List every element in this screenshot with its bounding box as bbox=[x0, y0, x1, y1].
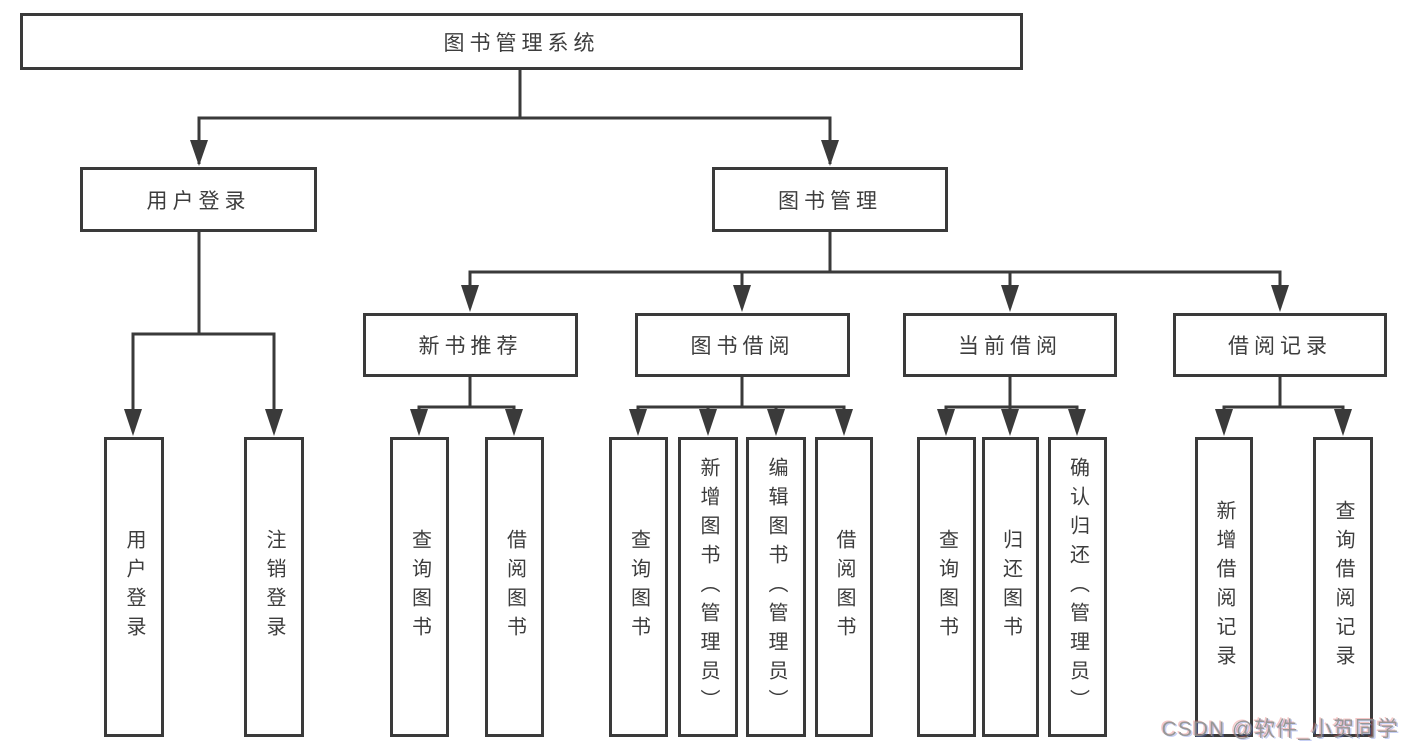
node-book-borrow: 图书借阅 bbox=[635, 313, 850, 377]
node-add-book-admin: 新增图书（管理员） bbox=[678, 437, 738, 737]
node-library-system-label: 图书管理系统 bbox=[443, 31, 600, 55]
node-current-borrow-label: 当前借阅 bbox=[958, 335, 1062, 358]
node-borrow-record: 借阅记录 bbox=[1173, 313, 1387, 377]
node-query-book-current: 查询图书 bbox=[917, 437, 976, 737]
node-book-borrow-label: 图书借阅 bbox=[690, 335, 795, 358]
node-query-book: 查询图书 bbox=[609, 437, 668, 737]
connector-newbook-to-children bbox=[410, 377, 523, 436]
node-new-book-recommend: 新书推荐 bbox=[363, 313, 578, 377]
node-edit-book-admin: 编辑图书（管理员） bbox=[746, 437, 806, 737]
watermark: CSDN @软件_小贺同学 bbox=[1161, 718, 1399, 741]
node-logout: 注销登录 bbox=[244, 437, 304, 737]
node-user-login-leaf: 用户登录 bbox=[104, 437, 164, 737]
connector-root-to-level2 bbox=[190, 70, 839, 166]
connector-userlogin-to-children bbox=[124, 232, 283, 436]
connector-borrowrecord-to-children bbox=[1215, 377, 1352, 436]
node-user-login: 用户登录 bbox=[80, 167, 317, 232]
node-query-book-recommend: 查询图书 bbox=[390, 437, 449, 737]
node-confirm-return-admin: 确认归还（管理员） bbox=[1048, 437, 1107, 737]
node-library-system: 图书管理系统 bbox=[20, 13, 1023, 70]
node-user-login-label: 用户登录 bbox=[146, 189, 251, 213]
node-book-management-label: 图书管理 bbox=[778, 189, 882, 213]
connector-bookborrow-to-children bbox=[629, 377, 853, 436]
node-add-borrow-record: 新增借阅记录 bbox=[1195, 437, 1253, 737]
node-new-book-recommend-label: 新书推荐 bbox=[418, 335, 523, 358]
node-borrow-book: 借阅图书 bbox=[815, 437, 873, 737]
node-book-management: 图书管理 bbox=[712, 167, 948, 232]
node-borrow-record-label: 借阅记录 bbox=[1228, 335, 1332, 358]
node-borrow-book-recommend: 借阅图书 bbox=[485, 437, 544, 737]
node-query-borrow-record: 查询借阅记录 bbox=[1313, 437, 1373, 737]
node-current-borrow: 当前借阅 bbox=[903, 313, 1117, 377]
node-return-book: 归还图书 bbox=[982, 437, 1039, 737]
connector-bookmgmt-to-sections bbox=[461, 232, 1289, 312]
connector-currentborrow-to-children bbox=[937, 377, 1086, 436]
